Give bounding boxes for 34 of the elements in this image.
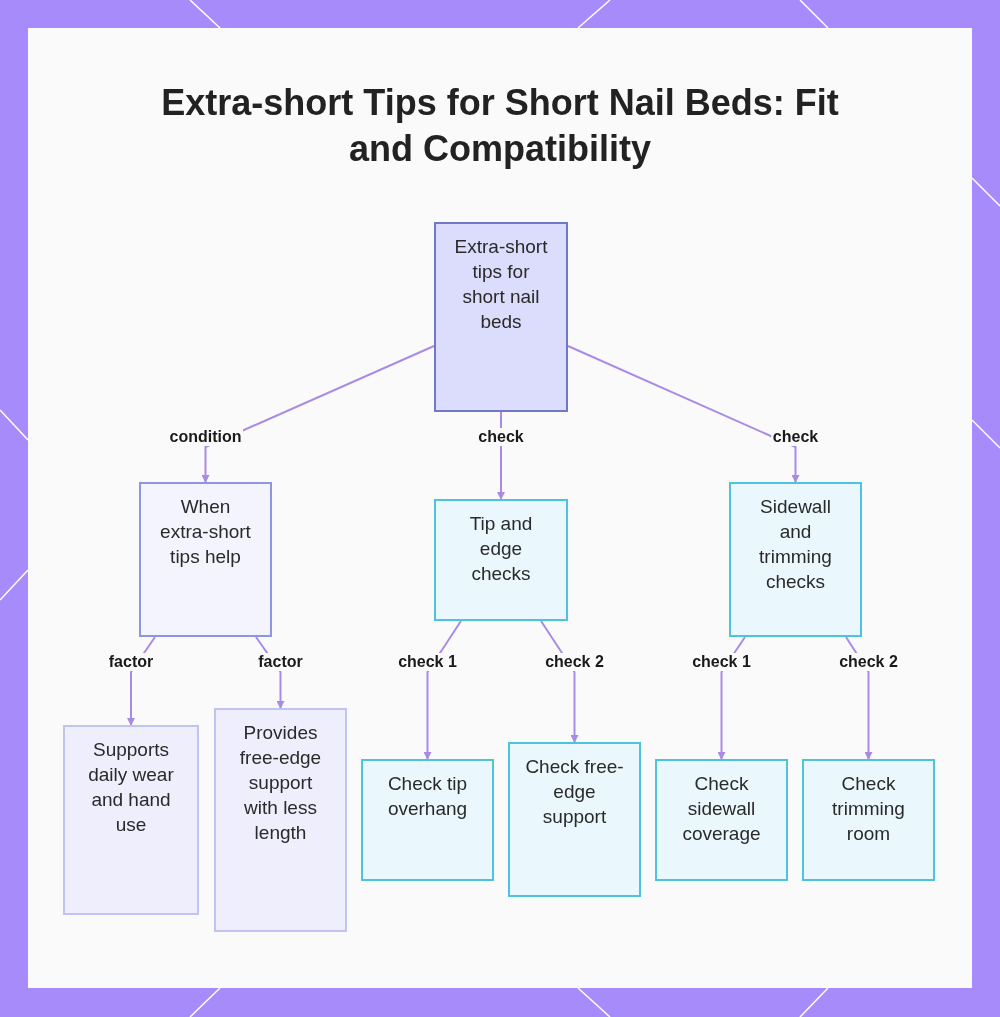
edge-label: check 2 xyxy=(543,653,606,671)
connector-arrow xyxy=(567,345,800,483)
process-box xyxy=(63,725,199,915)
process-box xyxy=(729,482,862,637)
node-text: Provides free-edge support with less length xyxy=(238,721,323,845)
process-box xyxy=(802,759,935,881)
connector-arrow xyxy=(540,620,579,743)
node-text: When extra-short tips help xyxy=(159,495,252,569)
edge-label: check xyxy=(770,428,821,446)
process-box xyxy=(655,759,788,881)
connector-arrow xyxy=(201,345,435,483)
process-box xyxy=(214,708,347,932)
edge-label: check xyxy=(476,428,526,446)
node-text: Check tip overhang xyxy=(386,772,469,821)
edge-label: check 2 xyxy=(837,653,900,671)
connector-arrow xyxy=(423,620,462,760)
process-box xyxy=(434,499,568,621)
process-box xyxy=(361,759,494,881)
title: Extra-short Tips for Short Nail Beds: Fit and Compatibility xyxy=(160,81,840,171)
edge-label: factor xyxy=(106,653,156,671)
process-box xyxy=(139,482,272,637)
topic-box xyxy=(434,222,568,412)
process-box xyxy=(508,742,641,897)
node-text: Extra-short tips for short nail beds xyxy=(453,235,549,334)
node-text: Check sidewall coverage xyxy=(681,772,762,846)
node-text: Tip and edge checks xyxy=(468,512,534,586)
node-text: Check free-edge support xyxy=(524,755,625,829)
node-text: Check trimming room xyxy=(831,772,906,846)
edge-label: condition xyxy=(167,428,244,446)
edge-label: check 1 xyxy=(396,653,459,671)
node-text: Supports daily wear and hand use xyxy=(87,738,175,837)
edge-label: factor xyxy=(256,653,305,671)
edge-label: check 1 xyxy=(690,653,753,671)
node-text: Sidewall and trimming checks xyxy=(758,495,833,594)
